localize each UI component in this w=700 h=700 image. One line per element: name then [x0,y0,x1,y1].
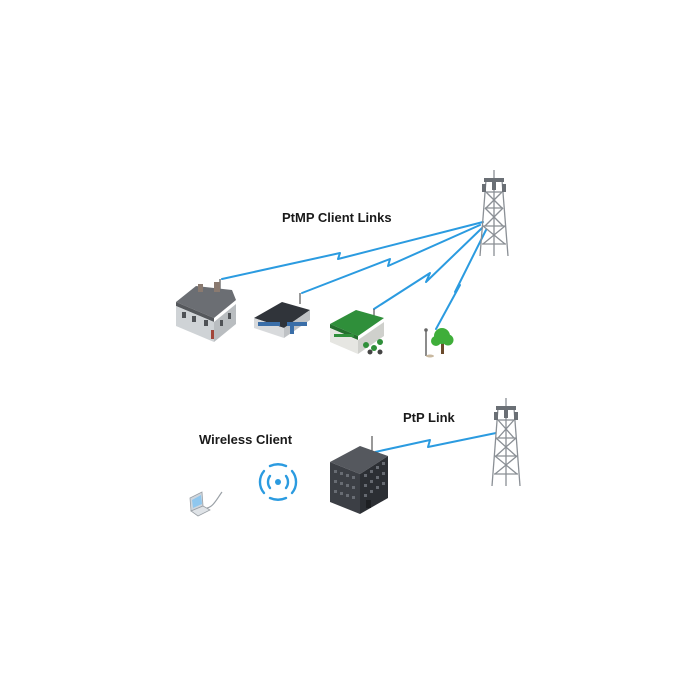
tower-icon [491,398,521,487]
tower-icon [479,170,509,257]
ptp-link [374,432,497,453]
shop-icon [330,309,384,355]
house-icon [176,279,236,342]
laptop-icon [189,491,223,517]
ptmp-label: PtMP Client Links [282,210,392,225]
tree-icon [431,328,454,354]
ptmp-link-pole [435,229,487,330]
ptmp-link-house [221,221,484,280]
wireless-signal-icon [258,463,298,501]
ptmp-link-office [301,224,481,294]
office-icon [254,293,310,338]
wireless-client-label: Wireless Client [199,432,293,447]
pole-icon [424,328,434,358]
ptp-label: PtP Link [403,410,456,425]
ptmp-link-shop [373,227,483,310]
ptmp-links [221,221,487,330]
building-icon [330,436,388,514]
